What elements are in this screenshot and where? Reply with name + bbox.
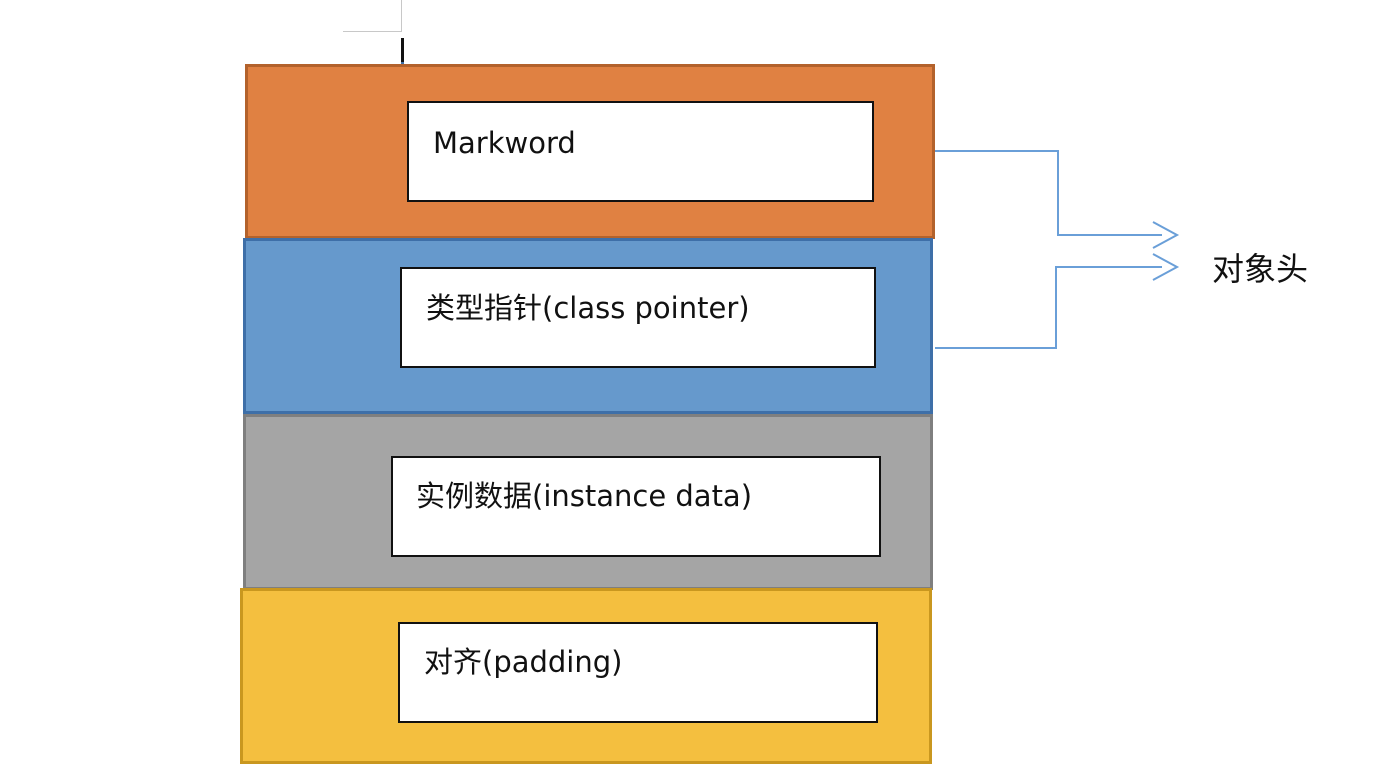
layer-markword-label-box: Markword [407,101,874,202]
crop-mark-vertical [401,0,402,32]
layer-instance-data-label: 实例数据(instance data) [416,479,753,513]
connector-class-pointer-line [935,266,1162,349]
text-cursor [401,38,404,62]
connector-markword-line [935,150,1162,236]
layer-instance-data-label-box: 实例数据(instance data) [391,456,881,557]
layer-padding-label: 对齐(padding) [424,645,623,679]
layer-class-pointer-label: 类型指针(class pointer) [426,291,750,325]
layer-class-pointer-label-box: 类型指针(class pointer) [400,267,876,368]
layer-markword-label: Markword [433,126,576,160]
layer-padding-label-box: 对齐(padding) [398,622,878,723]
connector-markword-arrowhead [1152,221,1180,249]
crop-mark-horizontal [343,31,402,32]
connector-class-pointer-arrowhead [1152,253,1180,281]
object-header-label: 对象头 [1212,250,1309,288]
